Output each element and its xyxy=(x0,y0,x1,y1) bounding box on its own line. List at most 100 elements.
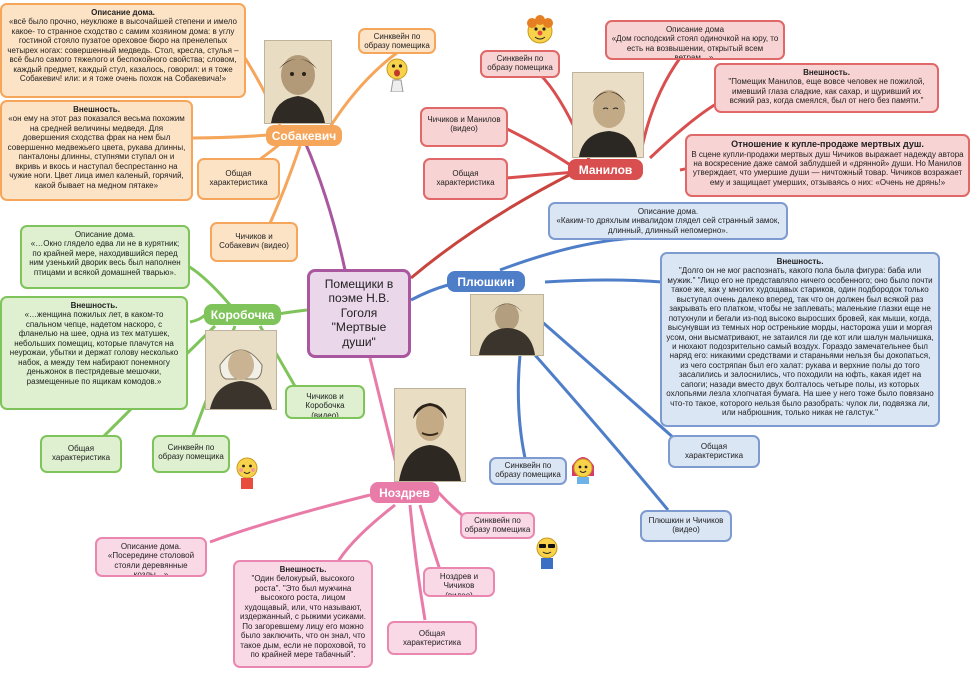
girl-smiley-icon xyxy=(570,452,596,484)
korobochka-hub[interactable]: Коробочка xyxy=(204,304,281,325)
central-topic-title: Помещики в поэме Н.В. Гоголя "Мертвые ду… xyxy=(325,277,393,349)
manilov-video-text: Чичиков и Манилов (видео) xyxy=(426,115,502,134)
nozdrev-video-box[interactable]: Ноздрев и Чичиков (видео) xyxy=(423,567,495,597)
link-ply-video xyxy=(535,355,668,510)
korobochka-portrait xyxy=(205,330,277,410)
manilov-name: Манилов xyxy=(579,163,633,177)
korobochka-video-text: Чичиков и Коробочка (видео) xyxy=(291,392,359,419)
nozdrev-portrait xyxy=(394,388,466,482)
plyushkin-portrait xyxy=(470,294,544,356)
nozdrev-looks-text: "Один белокурый, высокого роста". "Это б… xyxy=(239,574,367,659)
manilov-video-box[interactable]: Чичиков и Манилов (видео) xyxy=(420,107,508,147)
link-sob-looks xyxy=(192,135,268,138)
sobakevich-hub[interactable]: Собакевич xyxy=(266,125,342,146)
manilov-looks-title: Внешность. xyxy=(720,68,933,77)
korobochka-looks-text: «…женщина пожилых лет, в каком-то спальн… xyxy=(6,310,182,386)
korobochka-general-text: Общая характеристика xyxy=(46,444,116,463)
korobochka-looks-box[interactable]: Внешность. «…женщина пожилых лет, в како… xyxy=(0,296,188,410)
plyushkin-house-box[interactable]: Описание дома. «Каким-то дряхлым инвалид… xyxy=(548,202,788,240)
plyushkin-video-text: Плюшкин и Чичиков (видео) xyxy=(646,516,726,535)
sobakevich-general-box[interactable]: Общая характеристика xyxy=(197,158,280,200)
sobakevich-syncwine-box[interactable]: Синквейн по образу помещика xyxy=(358,28,436,54)
plyushkin-hub[interactable]: Плюшкин xyxy=(447,271,525,292)
plyushkin-house-title: Описание дома. xyxy=(554,207,782,216)
nozdrev-syncwine-text: Синквейн по образу помещика xyxy=(464,516,531,535)
central-topic[interactable]: Помещики в поэме Н.В. Гоголя "Мертвые ду… xyxy=(307,269,411,358)
plyushkin-house-text: «Каким-то дряхлым инвалидом глядел сей с… xyxy=(554,216,782,235)
nozdrev-looks-box[interactable]: Внешность. "Один белокурый, высокого рос… xyxy=(233,560,373,668)
link-man-video xyxy=(505,128,575,168)
plyushkin-video-box[interactable]: Плюшкин и Чичиков (видео) xyxy=(640,510,732,542)
plyushkin-looks-box[interactable]: Внешность. "Долго он не мог распознать, … xyxy=(660,252,940,427)
sobakevich-house-box[interactable]: Описание дома. «всё было прочно, неуклюж… xyxy=(0,3,246,98)
link-ply-sync xyxy=(518,355,525,458)
manilov-general-text: Общая характеристика xyxy=(429,169,502,188)
korobochka-name: Коробочка xyxy=(211,308,274,322)
nozdrev-house-title: Описание дома. xyxy=(101,542,201,551)
korobochka-video-box[interactable]: Чичиков и Коробочка (видео) xyxy=(285,385,365,419)
korobochka-house-title: Описание дома. xyxy=(26,230,184,239)
link-center-sobakevich xyxy=(305,142,345,270)
blushing-smiley-icon xyxy=(234,456,260,490)
korobochka-syncwine-box[interactable]: Синквейн по образу помещика xyxy=(152,435,230,473)
manilov-syncwine-box[interactable]: Синквейн по образу помещика xyxy=(480,50,560,78)
sobakevich-name: Собакевич xyxy=(272,129,336,143)
link-noz-house xyxy=(210,495,370,542)
manilov-general-box[interactable]: Общая характеристика xyxy=(423,158,508,200)
manilov-syncwine-text: Синквейн по образу помещика xyxy=(484,54,556,73)
korobochka-house-text: «…Окно глядело едва ли не в курятник; по… xyxy=(26,239,184,277)
sobakevich-house-title: Описание дома. xyxy=(6,8,240,17)
sobakevich-portrait xyxy=(264,40,332,124)
surprised-smiley-icon xyxy=(385,58,409,92)
nozdrev-looks-title: Внешность. xyxy=(239,565,367,574)
link-noz-looks xyxy=(336,505,395,565)
korobochka-syncwine-text: Синквейн по образу помещика xyxy=(158,443,224,462)
nozdrev-general-text: Общая характеристика xyxy=(393,629,471,648)
link-ply-house xyxy=(500,238,640,270)
manilov-attitude-text: В сцене купли-продажи мертвых душ Чичико… xyxy=(691,150,964,188)
link-ply-general xyxy=(540,320,676,440)
sobakevich-house-text: «всё было прочно, неуклюже в высочайшей … xyxy=(6,17,240,83)
nozdrev-house-box[interactable]: Описание дома. «Посередине столовой стоя… xyxy=(95,537,207,577)
link-center-korobochka xyxy=(278,310,307,314)
nozdrev-name: Ноздрев xyxy=(379,486,430,500)
link-noz-sync xyxy=(438,492,462,515)
plyushkin-syncwine-box[interactable]: Синквейн по образу помещика xyxy=(489,457,567,485)
link-ply-looks xyxy=(545,280,662,282)
plyushkin-general-text: Общая характеристика xyxy=(674,442,754,461)
manilov-looks-box[interactable]: Внешность. "Помещик Манилов, еще вовсе ч… xyxy=(714,63,939,113)
plyushkin-general-box[interactable]: Общая характеристика xyxy=(668,435,760,468)
clown-smiley-icon xyxy=(525,14,555,46)
plyushkin-looks-text: "Долго он не мог распознать, какого пола… xyxy=(666,266,934,417)
link-man-house xyxy=(640,58,680,158)
manilov-hub[interactable]: Манилов xyxy=(568,159,643,180)
nozdrev-house-text: «Посередине столовой стояли деревянные к… xyxy=(101,551,201,577)
korobochka-looks-title: Внешность. xyxy=(6,301,182,310)
plyushkin-syncwine-text: Синквейн по образу помещика xyxy=(493,461,563,480)
manilov-house-text: «Дом господский стоял одиночкой на юру, … xyxy=(611,34,779,60)
link-noz-video xyxy=(420,505,440,570)
korobochka-house-box[interactable]: Описание дома. «…Окно глядело едва ли не… xyxy=(20,225,190,289)
korobochka-general-box[interactable]: Общая характеристика xyxy=(40,435,122,473)
manilov-attitude-box[interactable]: Отношение к купле-продаже мертвых душ. В… xyxy=(685,134,970,197)
sobakevich-video-text: Чичиков и Собакевич (видео) xyxy=(216,232,292,251)
link-noz-general xyxy=(410,505,425,620)
link-kor-looks xyxy=(190,315,205,322)
nozdrev-syncwine-box[interactable]: Синквейн по образу помещика xyxy=(460,512,535,539)
manilov-looks-text: "Помещик Манилов, еще вовсе человек не п… xyxy=(720,77,933,105)
sunglasses-smiley-icon xyxy=(534,536,560,570)
sobakevich-looks-text: «он ему на этот раз показался весьма пох… xyxy=(6,114,187,190)
manilov-house-title: Описание дома xyxy=(611,25,779,34)
nozdrev-hub[interactable]: Ноздрев xyxy=(370,482,439,503)
nozdrev-video-text: Ноздрев и Чичиков (видео) xyxy=(429,572,489,597)
sobakevich-looks-box[interactable]: Внешность. «он ему на этот раз показался… xyxy=(0,100,193,201)
plyushkin-looks-title: Внешность. xyxy=(666,257,934,266)
sobakevich-syncwine-text: Синквейн по образу помещика xyxy=(362,32,432,51)
sobakevich-general-text: Общая характеристика xyxy=(203,169,274,188)
sobakevich-video-box[interactable]: Чичиков и Собакевич (видео) xyxy=(210,222,298,262)
nozdrev-general-box[interactable]: Общая характеристика xyxy=(387,621,477,655)
link-center-plyushkin xyxy=(411,285,448,300)
manilov-house-box[interactable]: Описание дома «Дом господский стоял один… xyxy=(605,20,785,60)
manilov-attitude-title: Отношение к купле-продаже мертвых душ. xyxy=(691,139,964,150)
manilov-portrait xyxy=(572,72,644,158)
